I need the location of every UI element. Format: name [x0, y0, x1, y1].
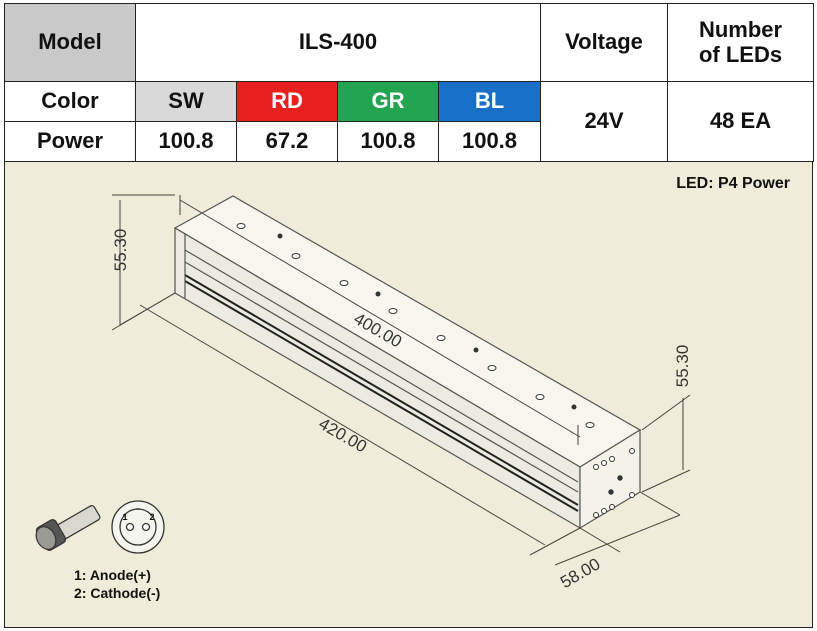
bar-groove-top	[184, 249, 579, 483]
bar-lens-lower	[184, 280, 579, 512]
power-label: Power	[4, 121, 136, 162]
connector-icon	[35, 505, 101, 551]
leds-label-line1: Number	[698, 17, 783, 43]
model-value: ILS-400	[134, 3, 542, 82]
power-gr: 100.8	[337, 121, 439, 162]
color-sw: SW	[135, 81, 237, 122]
power-bl: 100.8	[437, 121, 542, 162]
power-rd: 67.2	[236, 121, 338, 162]
led-note: LED: P4 Power	[676, 175, 790, 192]
led-bar	[173, 195, 642, 530]
dimension-lines	[111, 194, 691, 566]
end-face-holes	[593, 448, 635, 518]
pin2-legend: 2: Cathode(-)	[74, 585, 160, 601]
voltage-label: Voltage	[540, 3, 669, 82]
pin1-legend: 1: Anode(+)	[74, 567, 151, 583]
dim-width: 58.00	[557, 554, 603, 592]
top-face-holes	[236, 223, 595, 428]
dim-height-left: 55.30	[111, 229, 130, 272]
color-label: Color	[4, 81, 136, 122]
spec-table: Model ILS-400 Voltage Number of LEDs Col…	[4, 3, 815, 162]
bar-groove-mid	[184, 261, 579, 493]
dim-height-right: 55.30	[673, 345, 692, 388]
dim-total-length: 420.00	[315, 414, 370, 456]
color-bl: BL	[437, 81, 542, 122]
power-sw: 100.8	[135, 121, 237, 162]
leds-label-line2: of LEDs	[698, 41, 783, 67]
pin-face-icon	[111, 500, 165, 554]
pin-label-1: 1	[122, 512, 127, 522]
leds-label: Number of LEDs	[667, 3, 815, 82]
pin-label-2: 2	[149, 512, 154, 522]
leds-value: 48 EA	[667, 81, 815, 162]
bar-lens-upper	[184, 274, 579, 506]
color-rd: RD	[236, 81, 338, 122]
